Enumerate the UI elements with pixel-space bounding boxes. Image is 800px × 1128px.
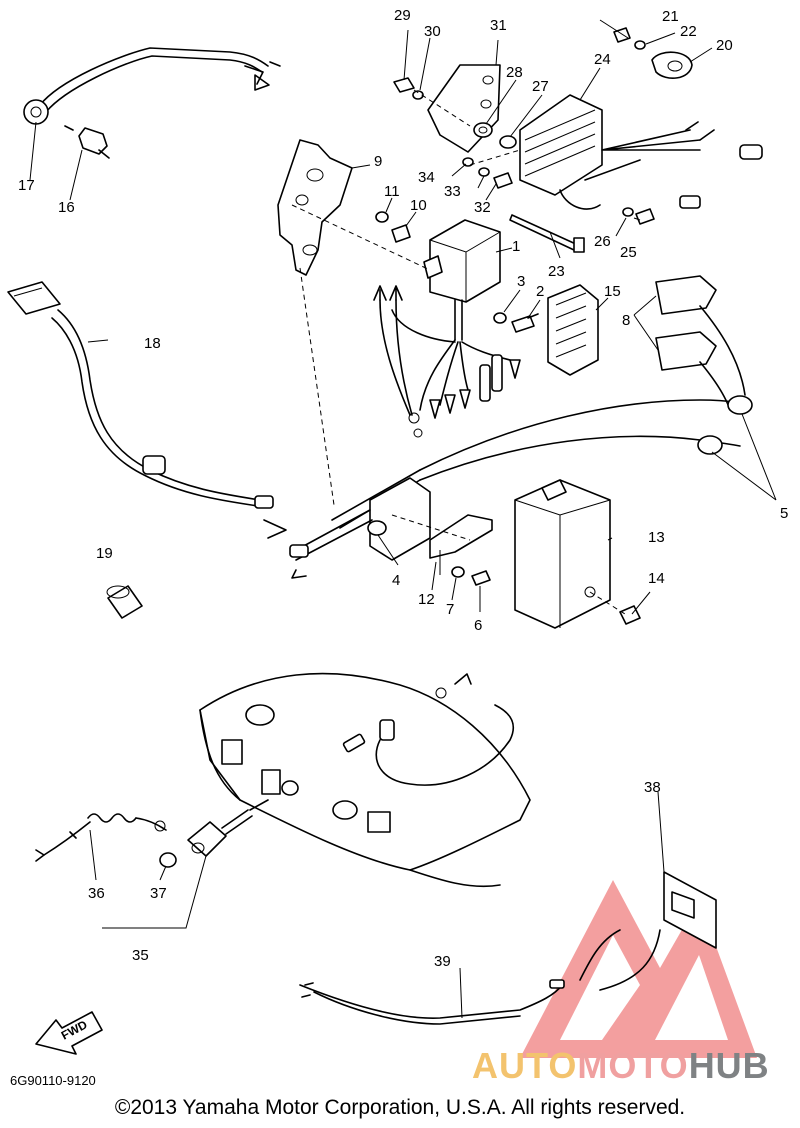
callout-8: 8	[622, 312, 630, 329]
callout-7: 7	[446, 601, 454, 618]
callout-17: 17	[18, 177, 35, 194]
callout-23: 23	[548, 263, 565, 280]
bolt-part-6	[471, 570, 491, 586]
washer-part-7	[451, 566, 465, 578]
nut-part-29	[393, 77, 415, 93]
lanyard-clip-part-37	[159, 852, 177, 868]
cap-part-19	[106, 585, 143, 619]
callout-2: 2	[536, 283, 544, 300]
callout-32: 32	[474, 199, 491, 216]
watermark-moto: MOTO	[577, 1045, 689, 1086]
ignition-coil-part-4	[289, 477, 431, 579]
callout-11: 11	[384, 183, 400, 200]
callout-37: 37	[150, 885, 167, 902]
watermark-logo-icon	[520, 880, 757, 1058]
callout-18: 18	[144, 335, 161, 352]
plate-part-38	[663, 871, 717, 949]
watermark-auto: AUTO	[472, 1045, 578, 1086]
callout-13: 13	[648, 529, 665, 546]
callout-26: 26	[594, 233, 611, 250]
bottom-cowling	[199, 672, 531, 888]
washer-part-3	[493, 312, 507, 324]
callout-12: 12	[418, 591, 435, 608]
callout-33: 33	[444, 183, 461, 200]
callout-15: 15	[604, 283, 621, 300]
callout-28: 28	[506, 64, 523, 81]
bolt-part-10	[391, 224, 411, 243]
callout-1: 1	[512, 238, 520, 255]
callout-27: 27	[532, 78, 549, 95]
switch-part-16	[64, 125, 110, 159]
callout-25: 25	[620, 244, 637, 261]
callout-29: 29	[394, 7, 411, 24]
stop-switch-part-35	[187, 799, 269, 857]
washer-part-30	[412, 90, 424, 100]
washer-part-33	[478, 167, 490, 177]
document-code: 6G90110-9120	[10, 1073, 96, 1088]
lanyard-cord-part-36	[35, 813, 167, 862]
callout-21: 21	[662, 8, 679, 25]
callout-16: 16	[58, 199, 75, 216]
callout-3: 3	[517, 273, 525, 290]
cover-part-13	[514, 479, 611, 629]
bracket-part-31	[427, 64, 501, 153]
collar-part-27	[499, 135, 517, 149]
assembly-dashed-lines	[291, 89, 626, 615]
clamp-part-20	[651, 51, 693, 79]
bolt-part-25	[635, 208, 655, 225]
cowling-wiring	[342, 673, 515, 786]
watermark-hub: HUB	[688, 1045, 770, 1086]
plug-caps-part-8	[655, 275, 746, 411]
bracket-part-9	[277, 139, 353, 276]
washer-part-11	[375, 211, 389, 223]
callout-4: 4	[392, 572, 400, 589]
connector-lead-part	[7, 281, 287, 539]
rectifier-part-24	[519, 94, 701, 210]
callout-10: 10	[410, 197, 427, 214]
callout-14: 14	[648, 570, 665, 587]
bracket-part-12	[429, 514, 493, 575]
callout-6: 6	[474, 617, 482, 634]
callout-31: 31	[490, 17, 507, 34]
callout-39: 39	[434, 953, 451, 970]
callout-35: 35	[132, 947, 149, 964]
connector-block-part-15	[547, 284, 599, 376]
callout-9: 9	[374, 153, 382, 170]
watermark-text: AUTOMOTOHUB	[472, 1045, 770, 1087]
washer-part-26	[622, 207, 634, 217]
callout-labels: 1 2 3 4 5 6 7 8 9 10 11 12 13 14 15 16 1…	[18, 7, 788, 970]
callout-34: 34	[418, 169, 435, 186]
callout-36: 36	[88, 885, 105, 902]
copyright-notice: ©2013 Yamaha Motor Corporation, U.S.A. A…	[114, 1096, 686, 1119]
callout-24: 24	[594, 51, 611, 68]
callout-22: 22	[680, 23, 697, 40]
callout-5: 5	[780, 505, 788, 522]
callout-38: 38	[644, 779, 661, 796]
callout-20: 20	[716, 37, 733, 54]
wire-harness-part-39	[299, 929, 661, 1025]
collar-part-28	[473, 122, 493, 138]
callout-19: 19	[96, 545, 113, 562]
bolt-part-2	[511, 313, 539, 333]
terminals-part-24-leads	[679, 121, 763, 209]
cdi-unit-part-1	[373, 219, 521, 438]
leader-lines	[29, 19, 777, 1019]
cable-tie-part-23	[509, 214, 585, 253]
washer-part-22	[634, 40, 646, 50]
bolt-part-32	[493, 172, 513, 189]
screw-part-14	[619, 605, 641, 625]
fwd-arrow-icon	[35, 1011, 103, 1055]
callout-30: 30	[424, 23, 441, 40]
battery-lead-part	[23, 47, 281, 125]
